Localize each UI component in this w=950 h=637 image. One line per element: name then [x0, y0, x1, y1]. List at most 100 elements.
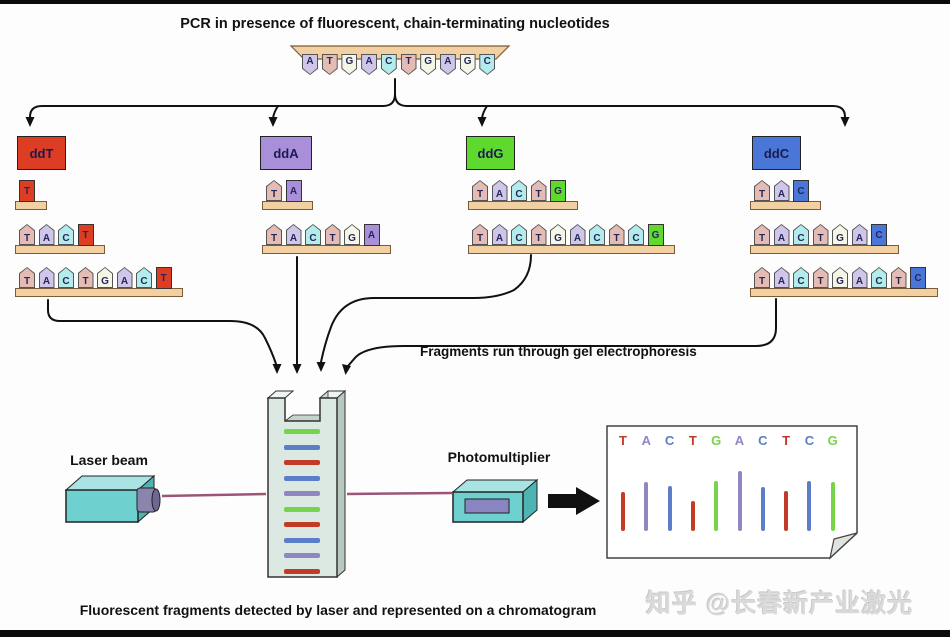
base-tile-fill [852, 225, 867, 244]
base-tile-fill [59, 268, 73, 287]
chromatogram-letter: A [641, 433, 651, 448]
base-tile-fill [20, 225, 34, 244]
base-tile-fill [137, 268, 151, 287]
base-tile-fill [774, 268, 789, 287]
base-tile: G [832, 267, 848, 288]
base-tile-fill [492, 225, 507, 244]
base-tile: T [472, 180, 488, 201]
chromatogram-letter: C [758, 433, 768, 448]
base-tile-fill [78, 268, 93, 287]
terminator-tile: T [19, 180, 35, 202]
base-tile: C [58, 224, 74, 245]
base-letter: A [289, 186, 298, 197]
base-letter: G [348, 233, 356, 244]
base-letter: C [515, 233, 523, 244]
chromatogram-letter: G [827, 433, 838, 448]
base-tile-fill [852, 268, 867, 287]
base-letter: T [329, 233, 336, 244]
fragment-backbone [750, 245, 899, 254]
base-tile-fill [590, 225, 604, 244]
caption-gel-electrophoresis: Fragments run through gel electrophoresi… [420, 344, 697, 359]
base-tile-fill [39, 268, 54, 287]
base-tile-fill [891, 268, 906, 287]
base-tile: A [439, 54, 456, 75]
top-border-strip [0, 0, 950, 4]
bottom-border-strip [0, 630, 950, 637]
base-letter: C [515, 189, 523, 200]
base-letter: C [483, 56, 491, 67]
converging-arrows [47, 254, 777, 367]
terminator-tile: G [550, 180, 566, 202]
base-tile: T [321, 54, 338, 75]
base-tile: T [472, 224, 488, 245]
base-letter: T [476, 189, 484, 200]
base-tile: T [754, 180, 770, 201]
base-tile: T [19, 224, 35, 245]
base-tile: C [136, 267, 152, 288]
base-tile-fill [755, 268, 769, 287]
watermark-text: 知乎 @长春新产业激光 [646, 590, 914, 618]
base-tile: T [324, 224, 341, 245]
fragment-backbone [750, 201, 821, 210]
base-letter: A [855, 233, 864, 244]
gel-band [284, 460, 320, 465]
base-letter: T [817, 233, 824, 244]
base-letter: T [82, 230, 89, 241]
base-tile: A [851, 224, 868, 245]
base-tile: G [97, 267, 113, 288]
base-letter: A [495, 189, 504, 200]
chromatogram-letter: C [804, 433, 815, 448]
laser-beam-line [161, 491, 453, 498]
base-tile-fill [39, 225, 54, 244]
base-letter: A [495, 233, 504, 244]
base-tile-fill [345, 225, 359, 244]
base-tile: G [459, 54, 476, 75]
base-tile: T [530, 180, 547, 201]
base-letter: C [875, 276, 883, 287]
base-tile-fill [303, 55, 317, 74]
gel-band [284, 553, 320, 558]
base-letter: C [62, 276, 70, 287]
base-letter: C [797, 233, 805, 244]
chromatogram-bar [667, 486, 672, 531]
base-tile: C [589, 224, 605, 245]
base-tile-fill [629, 225, 643, 244]
base-tile: C [58, 267, 74, 288]
fragment-backbone [262, 245, 391, 254]
chromatogram-bar [784, 491, 789, 531]
base-tile-fill [794, 225, 808, 244]
base-letter: G [651, 230, 660, 241]
base-tile-fill [492, 181, 507, 200]
base-letter: T [405, 56, 412, 67]
chromatogram-letter: G [711, 433, 722, 448]
chromatogram-bar [807, 481, 812, 531]
base-letter: T [82, 276, 89, 287]
ddt-box: ddT [17, 136, 66, 170]
base-tile-fill [755, 181, 769, 200]
base-letter: G [836, 276, 844, 287]
base-letter: G [554, 186, 562, 197]
base-tile: T [77, 267, 94, 288]
base-tile: A [361, 54, 378, 75]
base-tile: C [305, 224, 321, 245]
base-letter: T [326, 56, 333, 67]
chromatogram-bar [760, 487, 765, 531]
chromatogram-bar [714, 481, 719, 531]
base-tile: A [851, 267, 868, 288]
gel-band [284, 506, 320, 512]
base-letter: T [817, 276, 824, 287]
base-letter: T [613, 233, 620, 244]
label-photomultiplier: Photomultiplier [447, 449, 551, 465]
base-letter: C [62, 233, 70, 244]
base-tile: A [569, 224, 586, 245]
photomultiplier-device [451, 478, 539, 524]
gel-band [284, 429, 320, 434]
base-tile: C [511, 180, 527, 201]
base-tile-fill [267, 181, 281, 200]
base-tile: T [812, 267, 829, 288]
chromatogram-letter: T [619, 433, 627, 448]
terminator-tile: A [363, 224, 380, 246]
terminator-tile: T [77, 224, 94, 246]
terminator-tile: C [793, 180, 809, 202]
